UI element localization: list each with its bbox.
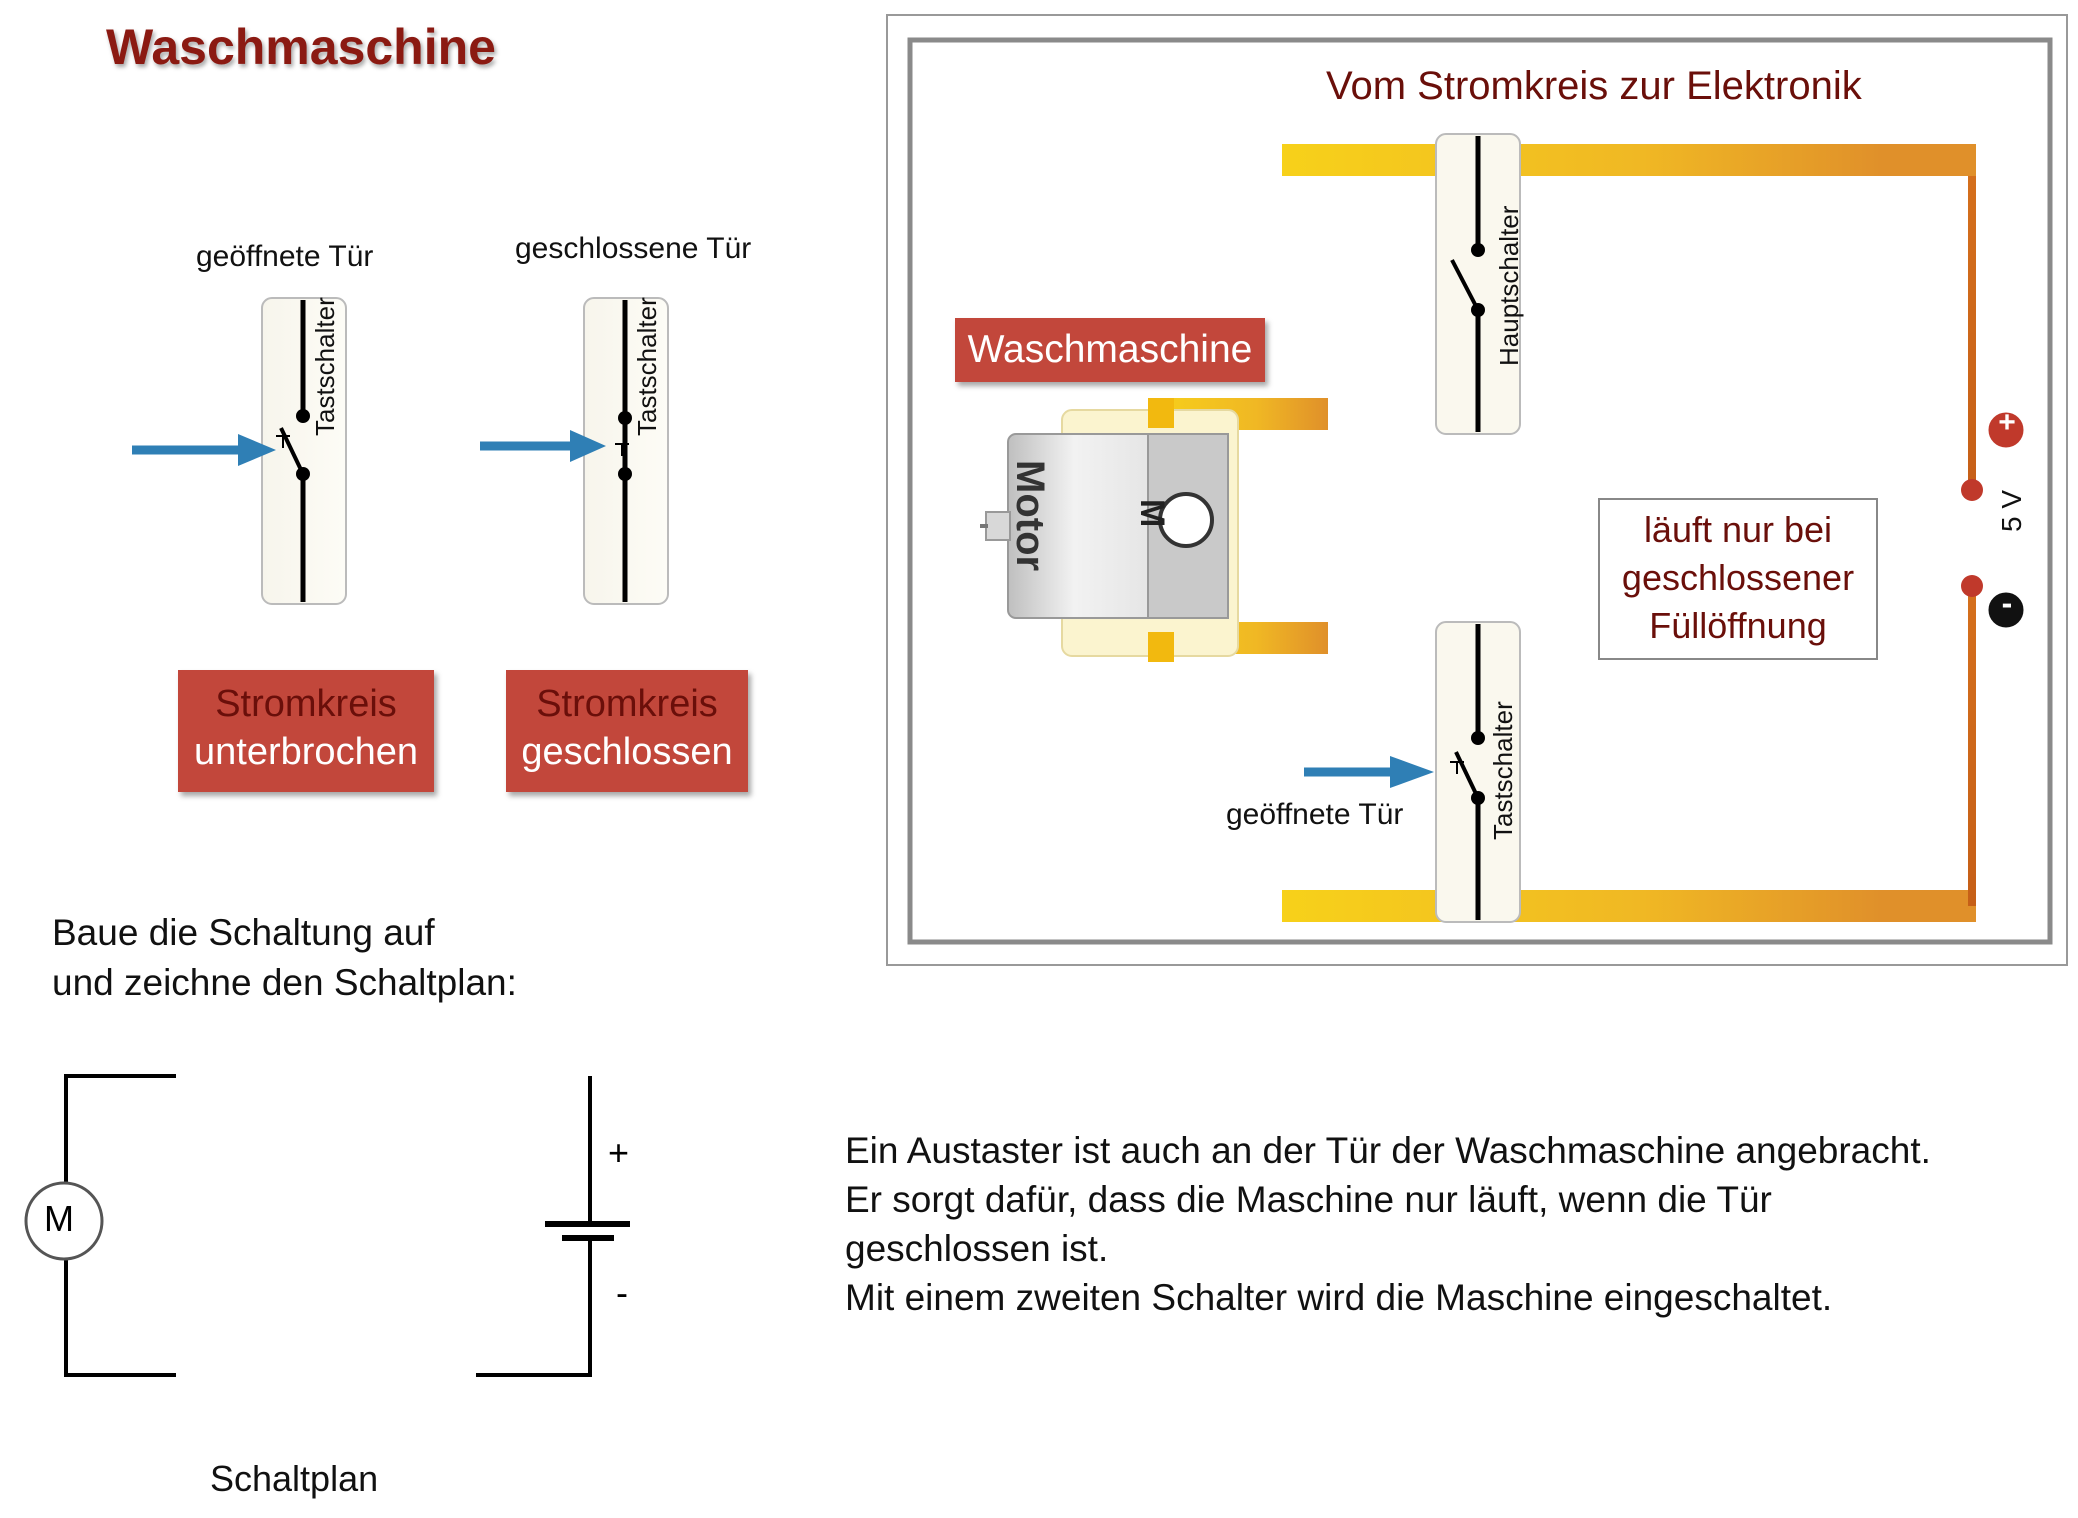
open-door-label: geöffnete Tür bbox=[196, 240, 374, 273]
battery-bottom-wire bbox=[476, 1240, 592, 1377]
plus-terminal-sign: + bbox=[1998, 406, 2016, 439]
motor-terminal-bottom bbox=[1148, 632, 1174, 662]
description-line3: geschlossen ist. bbox=[845, 1228, 1109, 1269]
motor-symbol-letter: M bbox=[44, 1198, 74, 1239]
motor-label: Motor bbox=[1008, 460, 1052, 572]
contact-bottom-closed bbox=[618, 467, 632, 481]
page-title: Waschmaschine bbox=[106, 19, 496, 75]
door-label: geöffnete Tür bbox=[1226, 798, 1404, 831]
note-line3: Füllöffnung bbox=[1649, 605, 1827, 646]
status-box-interrupted: Stromkreis unterbrochen bbox=[178, 670, 434, 792]
push-switch-symbol bbox=[1450, 761, 1464, 774]
task-line2: und zeichne den Schaltplan: bbox=[52, 962, 517, 1003]
wire-right-lower bbox=[1968, 588, 1976, 906]
description-line1: Ein Austaster ist auch an der Tür der Wa… bbox=[845, 1130, 1931, 1171]
push-switch-tile bbox=[1435, 621, 1521, 923]
circuit-panel bbox=[886, 14, 2068, 966]
wire-bottom bbox=[1282, 890, 1882, 922]
terminal-dot-plus bbox=[1961, 479, 1983, 501]
voltage-label: 5 V bbox=[1996, 489, 2027, 532]
contact-top-closed bbox=[618, 411, 632, 425]
switch-illustrations bbox=[132, 297, 669, 605]
wire-top-right-segment bbox=[1882, 144, 1976, 176]
closed-door-label: geschlossene Tür bbox=[515, 232, 752, 265]
description-text: Ein Austaster ist auch an der Tür der Wa… bbox=[845, 1126, 1931, 1322]
schematic-caption: Schaltplan bbox=[210, 1458, 379, 1499]
minus-terminal-sign: - bbox=[2001, 585, 2013, 621]
status-closed-line2: geschlossen bbox=[521, 731, 733, 773]
description-line2: Er sorgt dafür, dass die Maschine nur lä… bbox=[845, 1179, 1772, 1220]
main-switch-label: Hauptschalter bbox=[1494, 205, 1524, 366]
status-closed-line1: Stromkreis bbox=[536, 683, 718, 725]
wire-bottom-right-segment bbox=[1882, 890, 1976, 922]
schematic-minus: - bbox=[616, 1272, 628, 1313]
terminal-dot-minus bbox=[1961, 575, 1983, 597]
status-interrupted-line2: unterbrochen bbox=[194, 731, 418, 773]
motor-m-letter: M bbox=[1133, 499, 1171, 528]
circuit-title: Vom Stromkreis zur Elektronik bbox=[1326, 64, 1862, 108]
push-symbol-closed bbox=[615, 443, 629, 456]
contact-top-open bbox=[296, 409, 310, 423]
main-switch-contact-top bbox=[1471, 243, 1485, 257]
plus-terminal-icon bbox=[1985, 409, 2027, 451]
motor-shaft bbox=[985, 511, 1011, 541]
switch-label-closed: Tastschalter bbox=[632, 297, 662, 436]
motor-terminal-top bbox=[1148, 398, 1174, 428]
status-interrupted-line1: Stromkreis bbox=[215, 683, 397, 725]
door-arrow-head bbox=[1390, 756, 1434, 788]
push-symbol-open bbox=[276, 435, 290, 448]
main-switch-lever bbox=[1450, 259, 1480, 311]
task-text: Baue die Schaltung auf und zeichne den S… bbox=[52, 908, 517, 1008]
note-line2: geschlossener bbox=[1621, 557, 1855, 598]
wire-top bbox=[1282, 144, 1882, 176]
arrow-head-open bbox=[238, 434, 276, 466]
wire-right-upper bbox=[1968, 160, 1976, 500]
schematic-diagram bbox=[24, 1074, 630, 1377]
description-line4: Mit einem zweiten Schalter wird die Masc… bbox=[845, 1277, 1833, 1318]
push-switch-label: Tastschalter bbox=[1488, 701, 1518, 840]
arrow-head-closed bbox=[570, 430, 606, 462]
switch-label-open: Tastschalter bbox=[310, 297, 340, 436]
push-switch-lever bbox=[1454, 751, 1480, 799]
minus-terminal-icon bbox=[1985, 589, 2027, 631]
status-box-closed: Stromkreis geschlossen bbox=[506, 670, 748, 792]
condition-note: läuft nur bei geschlossener Füllöffnung bbox=[1598, 498, 1878, 660]
push-switch-contact-top bbox=[1471, 731, 1485, 745]
motor-symbol bbox=[24, 1181, 104, 1261]
note-line1: läuft nur bei bbox=[1643, 509, 1833, 550]
motor-m-icon bbox=[1158, 492, 1214, 548]
main-switch-tile bbox=[1435, 133, 1521, 435]
schematic-plus: + bbox=[608, 1132, 630, 1173]
task-line1: Baue die Schaltung auf bbox=[52, 912, 435, 953]
appliance-label: Waschmaschine bbox=[955, 318, 1265, 382]
